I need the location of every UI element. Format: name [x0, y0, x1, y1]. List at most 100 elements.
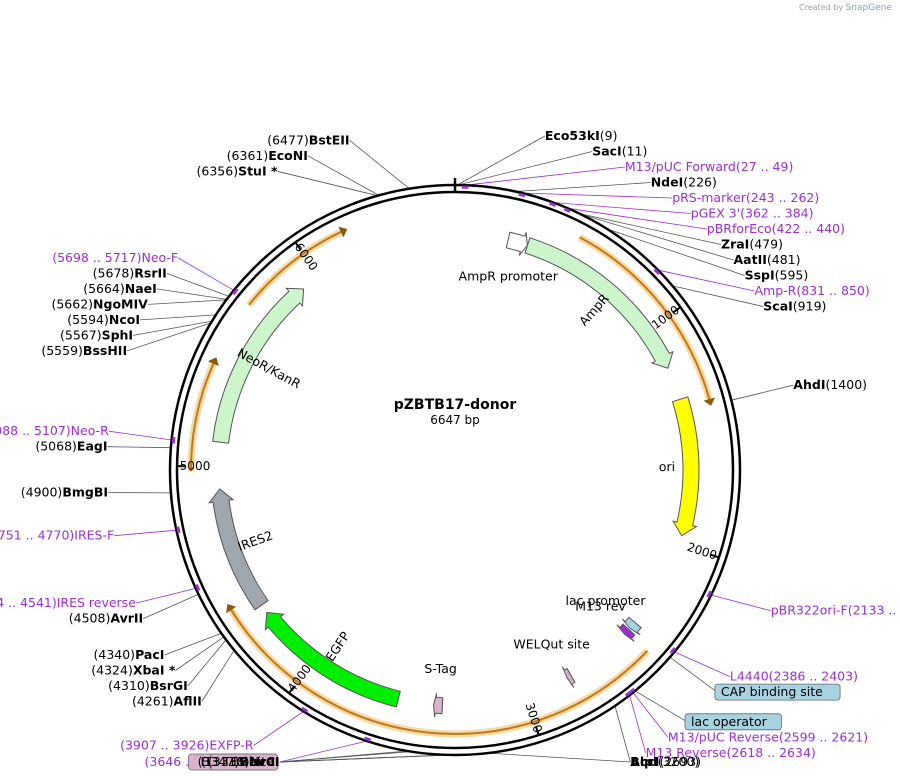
feature-neor-kanr[interactable]	[212, 287, 305, 444]
site-pgex-3[interactable]: pGEX 3'(362 .. 384)	[691, 206, 814, 221]
created-by-watermark: Created by SnapGene	[799, 3, 892, 13]
site-bsrgi[interactable]: (4310)BsrGI	[108, 678, 188, 693]
svg-text:CAP binding site: CAP binding site	[721, 684, 823, 699]
svg-text:SspI(595): SspI(595)	[745, 268, 809, 283]
site-m13-puc-reverse[interactable]: M13/pUC Reverse(2599 .. 2621)	[668, 729, 868, 744]
svg-text:AatII(481): AatII(481)	[734, 252, 801, 267]
site-zrai[interactable]: ZraI(479)	[721, 237, 783, 252]
svg-text:(4524 .. 4541)IRES reverse: (4524 .. 4541)IRES reverse	[0, 595, 136, 610]
feature-ampr[interactable]	[524, 237, 674, 369]
svg-text:(6356)StuI *: (6356)StuI *	[197, 163, 278, 178]
site-ngomiv[interactable]: (5662)NgoMIV	[51, 296, 148, 311]
site-bmgbi[interactable]: (4900)BmgBI	[21, 485, 108, 500]
feature-label-s-tag: S-Tag	[424, 661, 456, 676]
site-sphi[interactable]: (5567)SphI	[60, 327, 133, 342]
site-l4440[interactable]: L4440(2386 .. 2403)	[730, 669, 858, 684]
site-prs-marker[interactable]: pRS-marker(243 .. 262)	[672, 190, 819, 205]
svg-text:(6477)BstEII: (6477)BstEII	[267, 132, 349, 147]
site-rsrii[interactable]: (5678)RsrII	[93, 265, 167, 280]
orf-arc-3	[187, 357, 219, 472]
orf-arc-4	[246, 226, 348, 308]
site-neo-f[interactable]: (5698 .. 5717)Neo-F	[52, 250, 178, 265]
svg-text:(4310)BsrGI: (4310)BsrGI	[108, 678, 188, 693]
feature-welqut-site[interactable]	[561, 666, 576, 688]
site-ndei[interactable]: NdeI(226)	[651, 175, 717, 190]
feature-s-tag[interactable]	[432, 693, 444, 718]
site-sspi[interactable]: SspI(595)	[745, 268, 809, 283]
tick-mark-1000	[672, 306, 681, 314]
site-pbrforeco[interactable]: pBRforEco(422 .. 440)	[707, 221, 845, 236]
site-bsteii[interactable]: (6477)BstEII	[267, 132, 349, 147]
site-m13-puc-forward[interactable]: M13/pUC Forward(27 .. 49)	[625, 159, 793, 174]
feature-lac-promoter[interactable]	[621, 616, 642, 636]
feature-label-m13-rev: M13 rev	[575, 599, 626, 614]
site-ahdi[interactable]: AhdI(1400)	[793, 377, 867, 392]
site-markers	[171, 185, 713, 742]
svg-text:(3907 .. 3926)EXFP-R: (3907 .. 3926)EXFP-R	[120, 738, 254, 753]
orf-arc-1	[577, 234, 716, 406]
feature-label-ires2: IRES2	[236, 528, 275, 554]
site-cap-binding-site[interactable]: CAP binding site	[714, 683, 841, 701]
site-exfp-r[interactable]: (3907 .. 3926)EXFP-R	[120, 738, 254, 753]
site-ires-f[interactable]: (4751 .. 4770)IRES-F	[0, 528, 114, 543]
svg-text:(5662)NgoMIV: (5662)NgoMIV	[51, 296, 148, 311]
site-amp-r[interactable]: Amp-R(831 .. 850)	[755, 283, 870, 298]
svg-text:lac operator: lac operator	[691, 714, 768, 729]
feature-ires2[interactable]	[208, 488, 269, 611]
plasmid-name: pZBTB17-donor	[394, 397, 517, 413]
site-blpi[interactable]: BlpI(3200)	[630, 754, 699, 769]
svg-text:(4340)PacI: (4340)PacI	[93, 647, 164, 662]
svg-text:Eco53kI(9): Eco53kI(9)	[545, 128, 618, 143]
svg-text:Amp-R(831 .. 850): Amp-R(831 .. 850)	[755, 283, 870, 298]
site-eagi[interactable]: (5068)EagI	[35, 439, 107, 454]
site-bsshii[interactable]: (5559)BssHII	[41, 343, 127, 358]
site-acci[interactable]: AccI(2693)	[630, 754, 701, 769]
site-ires-reverse[interactable]: (4524 .. 4541)IRES reverse	[0, 595, 136, 610]
svg-text:M13/pUC Reverse(2599 .. 2621): M13/pUC Reverse(2599 .. 2621)	[668, 729, 868, 744]
svg-text:(5068)EagI: (5068)EagI	[35, 439, 107, 454]
site-neo-r[interactable]: (5088 .. 5107)Neo-R	[0, 423, 109, 438]
site-labels: Eco53kI(9)SacI(11)M13/pUC Forward(27 .. …	[0, 128, 900, 771]
feature-ori[interactable]	[671, 396, 700, 537]
svg-text:SacI(11): SacI(11)	[592, 144, 647, 159]
site-econi[interactable]: (6361)EcoNI	[227, 148, 308, 163]
svg-text:(3347)BbvCI: (3347)BbvCI	[198, 754, 280, 769]
site-avrii[interactable]: (4508)AvrII	[69, 611, 143, 626]
site-lac-operator[interactable]: lac operator	[684, 713, 782, 731]
feature-label-egfp: EGFP	[322, 628, 353, 664]
site-ncoi[interactable]: (5594)NcoI	[67, 312, 140, 327]
svg-text:pBRforEco(422 .. 440): pBRforEco(422 .. 440)	[707, 221, 845, 236]
svg-text:AhdI(1400): AhdI(1400)	[793, 377, 867, 392]
feature-ampr-promoter[interactable]	[505, 231, 528, 256]
svg-text:M13/pUC Forward(27 .. 49): M13/pUC Forward(27 .. 49)	[625, 159, 793, 174]
svg-text:NdeI(226): NdeI(226)	[651, 175, 717, 190]
site-aatii[interactable]: AatII(481)	[734, 252, 801, 267]
site-scai[interactable]: ScaI(919)	[763, 299, 826, 314]
site-m13-reverse[interactable]: M13 Reverse(2618 .. 2634)	[646, 745, 816, 760]
site-aflii[interactable]: (4261)AflII	[132, 694, 202, 709]
tick-mark-2000	[710, 553, 720, 559]
feature-label-ampr: AmpR	[576, 291, 612, 329]
site-naei[interactable]: (5664)NaeI	[83, 281, 157, 296]
site-saci[interactable]: SacI(11)	[592, 144, 647, 159]
orf-arcs	[187, 226, 716, 738]
orf-arc-2	[226, 604, 650, 738]
site-stui[interactable]: (6356)StuI *	[197, 163, 278, 178]
svg-text:(5698 .. 5717)Neo-F: (5698 .. 5717)Neo-F	[52, 250, 178, 265]
site-bbvci[interactable]: (3347)BbvCI	[198, 754, 280, 769]
tick-label-5000: 5000	[180, 459, 211, 473]
site-nrui[interactable]: (3338)NruI	[208, 754, 280, 769]
site-pbr322ori-f[interactable]: pBR322ori-F(2133 .. 2152)	[771, 603, 900, 618]
site-tev-site[interactable]: TEV site	[209, 753, 279, 771]
feature-m13-rev[interactable]	[616, 623, 636, 642]
site-xbai[interactable]: (4324)XbaI *	[91, 663, 176, 678]
feature-egfp[interactable]	[264, 611, 401, 708]
site-paci[interactable]: (4340)PacI	[93, 647, 164, 662]
svg-text:(4900)BmgBI: (4900)BmgBI	[21, 485, 108, 500]
svg-text:(4261)AflII: (4261)AflII	[132, 694, 202, 709]
site-eco53ki[interactable]: Eco53kI(9)	[545, 128, 618, 143]
feature-label-lac-promoter: lac promoter	[566, 593, 647, 608]
snapgene-logo: SnapGene	[845, 3, 892, 13]
label-leader-lines	[107, 135, 794, 763]
